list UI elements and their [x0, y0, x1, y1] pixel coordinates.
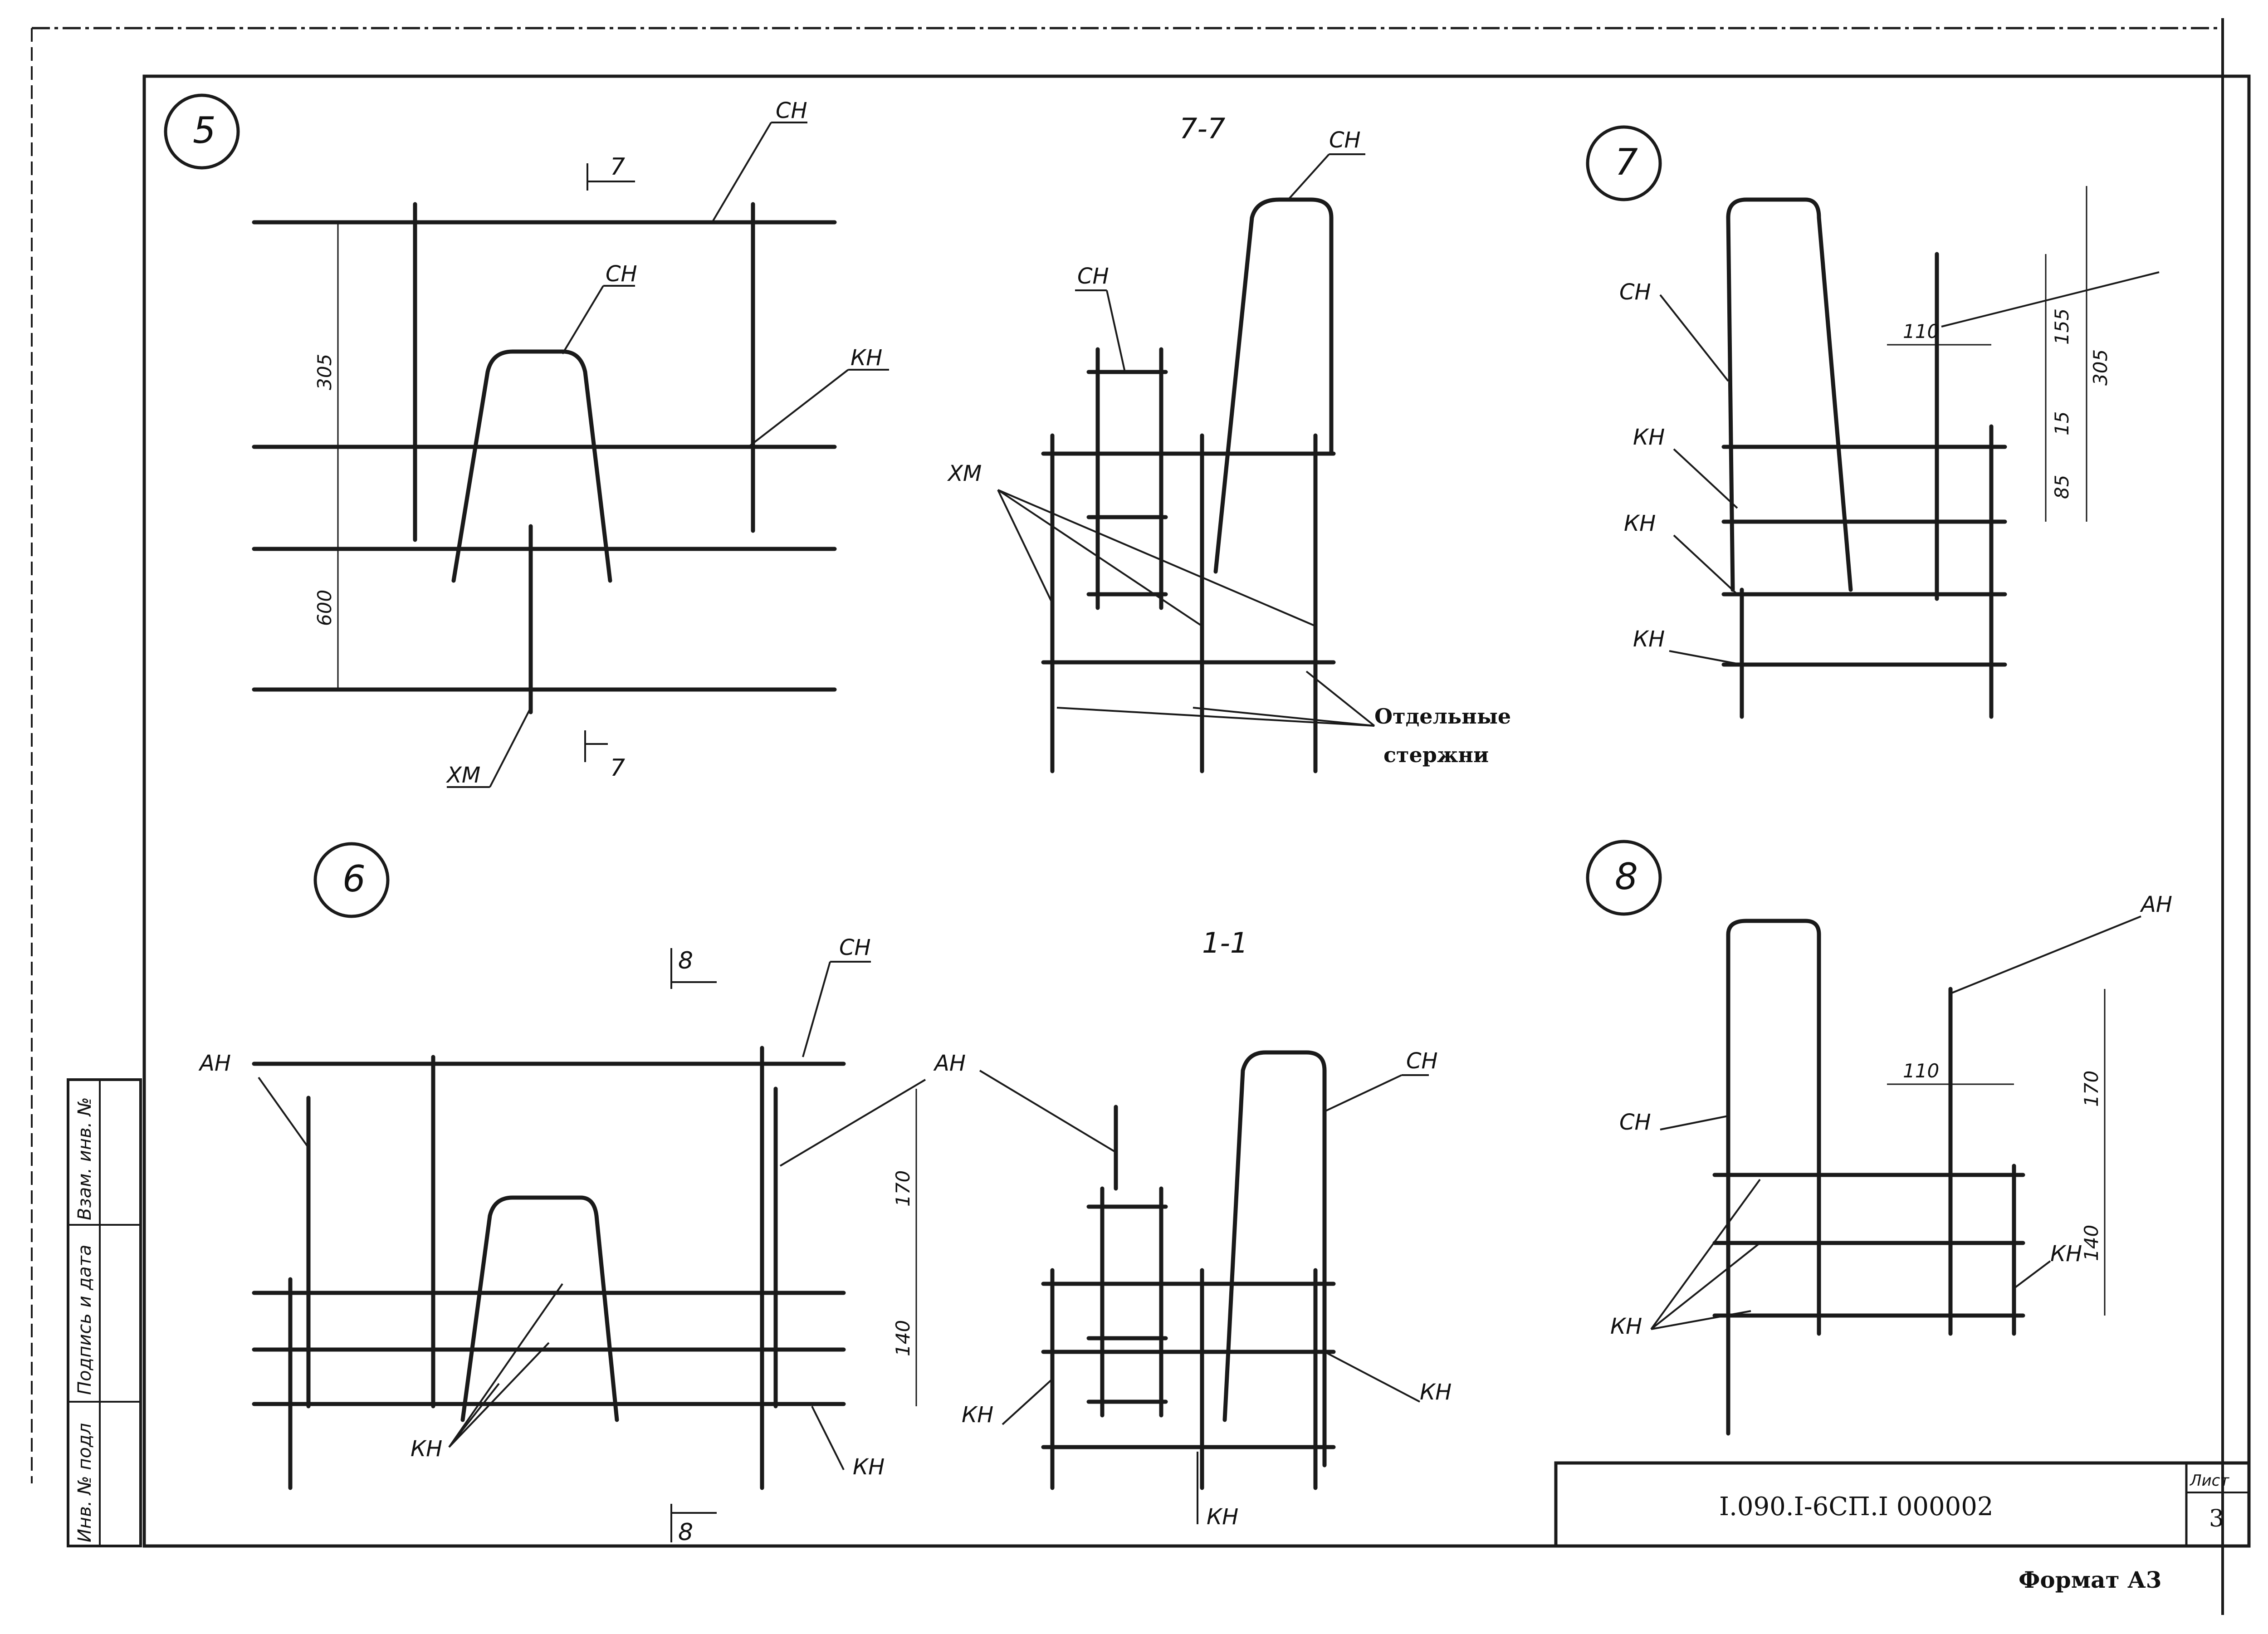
sheet-frame — [31, 18, 2251, 1615]
label-an-v6: АН — [198, 1051, 231, 1076]
stamp-inv-podl: Инв. № подл — [74, 1423, 95, 1542]
label-sn-v7: СН — [1619, 279, 1651, 305]
label-xm-77: ХМ — [947, 461, 982, 486]
section-title-1-1: 1-1 — [1202, 926, 1248, 959]
label-kn-v7c: КН — [1633, 626, 1665, 652]
dim-15-v7: 15 — [2051, 411, 2073, 435]
dim-140-v6: 140 — [892, 1320, 914, 1356]
label-kn-v7b: КН — [1624, 511, 1656, 536]
label-xm-v5: ХМ — [445, 763, 480, 788]
section-mark-7-top: 7 — [610, 153, 625, 181]
drawing-code: I.090.I-6СП.I 000002 — [1719, 1492, 1993, 1521]
section-mark-7-bottom: 7 — [610, 754, 625, 782]
dim-155-v7: 155 — [2051, 308, 2073, 345]
view-7: 7 110 305 155 15 85 СН КН КН КН — [1586, 125, 2160, 719]
label-sn-v5a: СН — [776, 98, 807, 123]
label-kn-v8a: КН — [1610, 1314, 1642, 1339]
label-sn-v8: СН — [1619, 1110, 1651, 1135]
callout-5-circle — [164, 93, 240, 170]
dim-305-v7: 305 — [2089, 349, 2112, 386]
callout-5: 5 — [193, 109, 216, 152]
label-sn-v5b: СН — [606, 261, 637, 287]
label-kn-v8b: КН — [2050, 1241, 2082, 1267]
sheet-number: 3 — [2209, 1505, 2224, 1532]
label-sn-77b: СН — [1329, 127, 1361, 153]
label-sn-11: СН — [1406, 1048, 1438, 1074]
dim-140-v8: 140 — [2080, 1225, 2102, 1261]
label-kn-11c: КН — [1207, 1504, 1238, 1530]
label-sn-v6: СН — [839, 935, 871, 960]
dim-170-v6: 170 — [892, 1170, 914, 1207]
label-kn-v7a: КН — [1633, 425, 1665, 450]
callout-7-circle — [1586, 125, 1662, 201]
stamp-vzam-inv: Взам. инв. № — [74, 1097, 95, 1220]
stamp-sign-date: Подпись и дата — [74, 1245, 95, 1395]
view-8: 8 110 170 140 АН СН КН КН — [1586, 840, 2172, 1436]
label-sn-77a: СН — [1077, 264, 1109, 289]
title-block: I.090.I-6СП.I 000002 Лист 3 — [1554, 1461, 2251, 1548]
callout-8-circle — [1586, 840, 1662, 916]
dim-85-v7: 85 — [2051, 475, 2073, 499]
callout-7: 7 — [1615, 141, 1638, 183]
section-7-7: 7-7 СН СН ХМ Отдельные стержни — [947, 112, 1511, 773]
sheet-label: Лист — [2189, 1472, 2229, 1490]
view-5: 5 305 600 СН СН КН ХМ 7 7 — [164, 93, 889, 788]
section-mark-8-bottom: 8 — [678, 1519, 693, 1546]
label-an-11: АН — [933, 1051, 966, 1076]
section-title-7-7: 7-7 — [1179, 112, 1225, 145]
dim-600-v5: 600 — [313, 590, 336, 626]
label-kn-11b: КН — [1420, 1380, 1452, 1405]
dim-110-v7: 110 — [1903, 320, 1939, 342]
side-stamp: Взам. инв. № Подпись и дата Инв. № подл — [67, 1078, 142, 1547]
label-kn-11a: КН — [962, 1402, 993, 1428]
format-label: Формат А3 — [2019, 1566, 2161, 1593]
view-6: 6 170 140 АН СН КН КН 8 8 — [198, 842, 926, 1546]
label-individual-bars-1: Отдельные — [1374, 704, 1511, 729]
section-1-1: 1-1 АН СН КН КН КН — [933, 926, 1452, 1530]
label-an-v8: АН — [2140, 892, 2172, 917]
label-kn-v5: КН — [850, 345, 882, 371]
label-individual-bars-2: стержни — [1383, 743, 1489, 767]
section-mark-8-top: 8 — [678, 947, 693, 974]
dim-305-v5: 305 — [313, 354, 336, 390]
callout-6: 6 — [342, 858, 366, 900]
callout-6-circle — [313, 842, 390, 918]
dim-170-v8: 170 — [2080, 1071, 2102, 1107]
label-kn-v6a: КН — [411, 1436, 442, 1462]
callout-8: 8 — [1615, 856, 1638, 898]
label-kn-v6b: КН — [853, 1454, 885, 1480]
dim-110-v8: 110 — [1903, 1060, 1939, 1082]
